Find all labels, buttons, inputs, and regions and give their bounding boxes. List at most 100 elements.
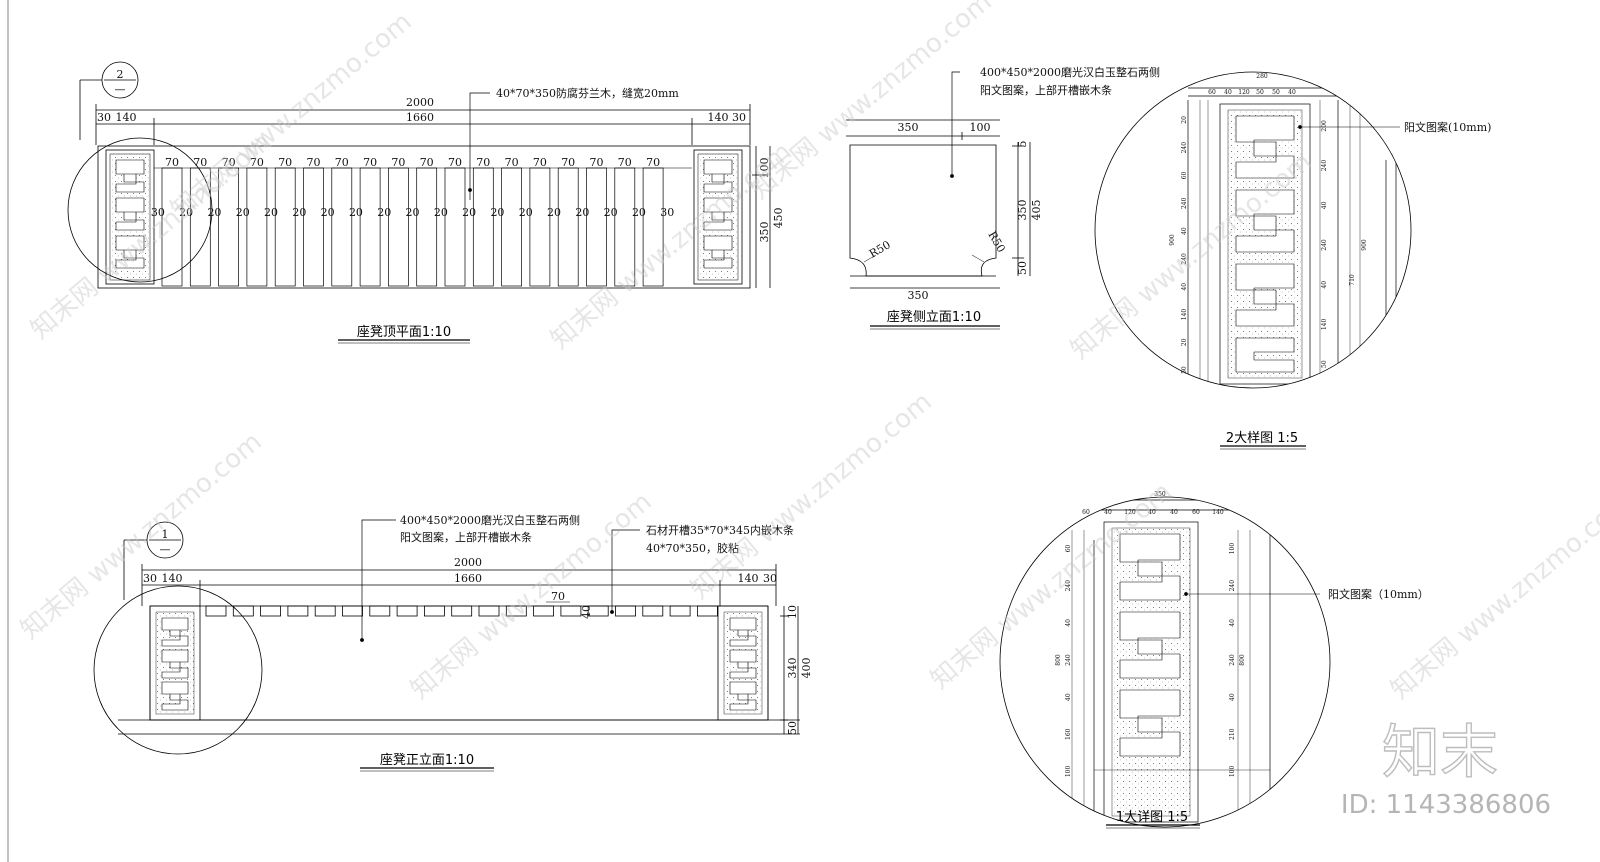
svg-text:50: 50: [786, 721, 799, 735]
svg-text:40: 40: [580, 605, 593, 619]
front-slats: [205, 605, 718, 617]
plan-slat: [586, 167, 607, 287]
detail-dim-label: 40: [1065, 693, 1072, 701]
front-slat: [533, 605, 554, 617]
detail-dim-label: 40: [1229, 619, 1236, 627]
svg-text:阳文图案，上部开槽嵌木条: 阳文图案，上部开槽嵌木条: [980, 83, 1112, 97]
front-slat: [423, 605, 445, 617]
plan-slat: [246, 167, 268, 287]
plan-gap-label: 20: [462, 206, 476, 219]
svg-text:阳文图案，上部开槽嵌木条: 阳文图案，上部开槽嵌木条: [400, 530, 532, 544]
plan-slat-width-label: 70: [590, 156, 604, 169]
front-slat: [396, 605, 418, 617]
detail-2-label: 阳文图案(10mm): [1404, 120, 1491, 134]
front-slat: [478, 605, 500, 617]
detail-1-view: [999, 496, 1331, 829]
top-plan-title: 座凳顶平面1:10: [357, 324, 451, 340]
plan-slat: [529, 167, 551, 287]
svg-text:10: 10: [786, 605, 799, 619]
watermark-text: 知末网 www.znzmo.com: [685, 387, 937, 606]
plan-slat-width-label: 70: [165, 156, 179, 169]
svg-text:30: 30: [732, 111, 746, 124]
detail-dim-label: 210: [1229, 728, 1236, 740]
detail-dim-label: 20: [1181, 116, 1188, 124]
svg-text:350: 350: [908, 289, 929, 302]
detail-dim-label: 40: [1321, 201, 1328, 209]
detail-dim-label: 50: [1181, 366, 1188, 374]
detail-dim-label: 60: [1065, 545, 1072, 553]
svg-text:50: 50: [1016, 261, 1029, 275]
detail-dim-label: 240: [1181, 253, 1188, 265]
svg-text:710: 710: [1349, 274, 1356, 286]
plan-slat-width-label: 70: [618, 156, 632, 169]
svg-text:800: 800: [1055, 654, 1062, 666]
detail-dim-label: 60: [1192, 509, 1200, 516]
plan-slat-width-label: 70: [561, 156, 575, 169]
svg-text:—: —: [160, 543, 171, 556]
svg-text:30: 30: [143, 572, 157, 585]
detail-dim-label: 240: [1065, 654, 1072, 666]
svg-text:140: 140: [708, 111, 729, 124]
front-slat: [205, 605, 227, 617]
front-elevation-view: [93, 519, 800, 772]
detail-dim-label: 40: [1321, 281, 1328, 289]
top-plan-view: [67, 61, 771, 344]
plan-slat: [303, 167, 324, 287]
detail-2-view: [1094, 71, 1412, 450]
detail-dim-label: 60: [1208, 89, 1216, 96]
plan-slat-width-label: 70: [335, 156, 349, 169]
detail-1-label: 阳文图案（10mm）: [1328, 587, 1429, 601]
svg-text:石材开槽35*70*345内嵌木条: 石材开槽35*70*345内嵌木条: [646, 523, 794, 537]
detail-dim-label: 40: [1224, 89, 1232, 96]
front-slat: [314, 605, 336, 617]
detail-dim-label: 40: [1065, 619, 1072, 627]
svg-text:30: 30: [763, 572, 777, 585]
svg-text:450: 450: [772, 208, 785, 229]
plan-gap-label: 20: [490, 206, 504, 219]
plan-slat-width-label: 70: [391, 156, 405, 169]
detail-dim-label: 280: [1256, 73, 1268, 80]
front-slat: [260, 605, 282, 617]
detail-dim-label: 120: [1238, 89, 1250, 96]
plan-slat: [501, 167, 522, 287]
detail-dim-label: 60: [1181, 172, 1188, 180]
detail-dim-label: 40: [1148, 509, 1156, 516]
detail-dim-label: 240: [1321, 160, 1328, 172]
front-slat: [451, 605, 473, 617]
front-slat: [232, 605, 254, 617]
plan-slat-width-label: 70: [363, 156, 377, 169]
detail-1-circle: [999, 496, 1331, 828]
svg-text:140: 140: [116, 111, 137, 124]
plan-slats: [154, 167, 692, 287]
svg-text:2000: 2000: [454, 556, 482, 569]
detail-dim-label: 200: [1321, 120, 1328, 132]
detail-dim-label: 40: [1170, 509, 1178, 516]
detail-2-title: 2大样图 1:5: [1226, 431, 1298, 446]
plan-gap-label: 20: [377, 206, 391, 219]
plan-gap-label: 20: [321, 206, 335, 219]
detail-dim-label: 40: [1104, 509, 1112, 516]
front-elevation-text: 1 — 400*450*2000磨光汉白玉整石两侧 阳文图案，上部开槽嵌木条 石…: [143, 513, 813, 768]
plan-gap-label: 20: [406, 206, 420, 219]
svg-text:350: 350: [758, 222, 771, 243]
side-elevation-text: 400*450*2000磨光汉白玉整石两侧 阳文图案，上部开槽嵌木条 350 1…: [867, 65, 1160, 325]
watermark-text: 知末网 www.znzmo.com: [15, 427, 267, 646]
detail-dim-label: 100: [1065, 766, 1072, 778]
plan-slat-width-label: 70: [250, 156, 264, 169]
callout-1-number: 1: [162, 528, 169, 541]
plan-slat: [331, 167, 353, 287]
plan-gap-label: 20: [349, 206, 363, 219]
side-elevation-view: [846, 71, 1031, 330]
detail-dim-label: 40: [1288, 89, 1296, 96]
watermark-text: 知末网 www.znzmo.com: [745, 0, 997, 205]
plan-slat-width-label: 70: [193, 156, 207, 169]
brand-id: ID: 1143386806: [1341, 790, 1551, 820]
plan-slat-width-label: 70: [646, 156, 660, 169]
plan-slat: [444, 167, 466, 287]
plan-slat: [388, 167, 409, 287]
detail-dim-label: 140: [1321, 319, 1328, 331]
brand-logo: 知末: [1382, 718, 1498, 786]
plan-slat-width-label: 70: [505, 156, 519, 169]
